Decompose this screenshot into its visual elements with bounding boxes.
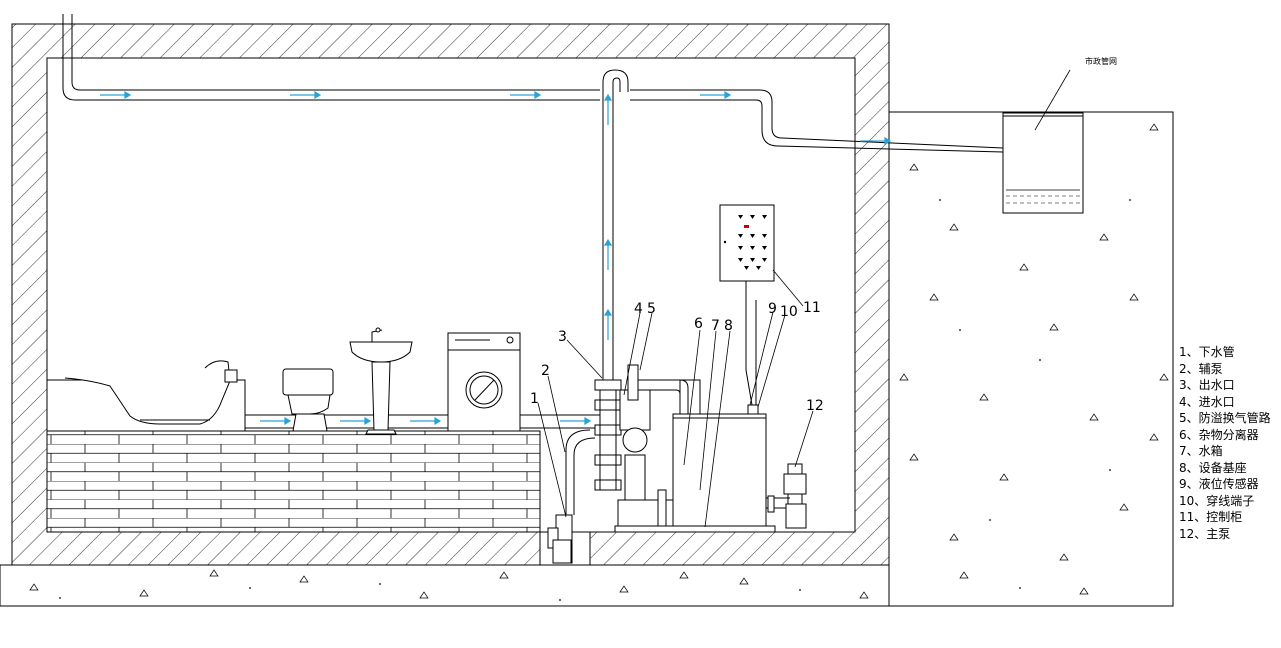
equipment-base [614, 525, 776, 533]
legend-item: 9、液位传感器 [1179, 477, 1259, 491]
legend-item: 12、主泵 [1179, 526, 1231, 541]
municipal-sewer-tank [1002, 69, 1084, 214]
washbasin-icon [349, 327, 413, 435]
lift-station-piping [594, 364, 701, 531]
auxiliary-pump-icon [547, 429, 596, 564]
drain-pipe-ceiling [62, 14, 1004, 153]
callout-11: 11 [803, 300, 821, 316]
callout-4: 4 [634, 301, 643, 317]
bathtub-icon [46, 360, 246, 432]
concrete-texture [29, 123, 1169, 599]
legend-item: 10、穿线端子 [1179, 493, 1255, 508]
legend-item: 5、防溢换气管路 [1179, 411, 1271, 425]
callout-10: 10 [780, 304, 798, 320]
callout-3: 3 [558, 329, 567, 345]
legend-item: 1、下水管 [1179, 345, 1235, 359]
legend: 1、下水管 2、辅泵 3、出水口 4、进水口 5、防溢换气管路 6、杂物分离器 … [1179, 344, 1279, 542]
callout-leaders [537, 269, 814, 528]
callout-12: 12 [806, 398, 824, 414]
callout-2: 2 [541, 363, 550, 379]
callout-6: 6 [694, 316, 703, 332]
callout-9: 9 [768, 301, 777, 317]
control-panel-lights [723, 215, 767, 270]
water-tank [672, 404, 767, 529]
riser-pipe [602, 69, 629, 380]
callout-7: 7 [711, 318, 720, 334]
legend-item: 8、设备基座 [1179, 460, 1247, 475]
flow-arrow-icon [100, 90, 892, 426]
callout-labels: 1 2 3 4 5 6 7 8 9 10 11 12 [530, 300, 824, 414]
legend-item: 4、进水口 [1179, 394, 1235, 409]
callout-8: 8 [724, 318, 733, 334]
toilet-icon [282, 368, 334, 432]
legend-item: 6、杂物分离器 [1179, 427, 1259, 442]
washing-machine-icon [447, 332, 521, 432]
concrete-dots [59, 199, 1131, 601]
legend-item: 2、辅泵 [1179, 361, 1223, 376]
callout-1: 1 [530, 391, 539, 407]
municipal-label: 市政管网 [1085, 56, 1117, 66]
brick-platform [46, 430, 541, 533]
legend-item: 11、控制柜 [1179, 510, 1243, 524]
callout-5: 5 [647, 301, 656, 317]
main-pump-icon [766, 463, 807, 529]
legend-item: 7、水箱 [1179, 444, 1223, 458]
legend-item: 3、出水口 [1179, 378, 1235, 392]
